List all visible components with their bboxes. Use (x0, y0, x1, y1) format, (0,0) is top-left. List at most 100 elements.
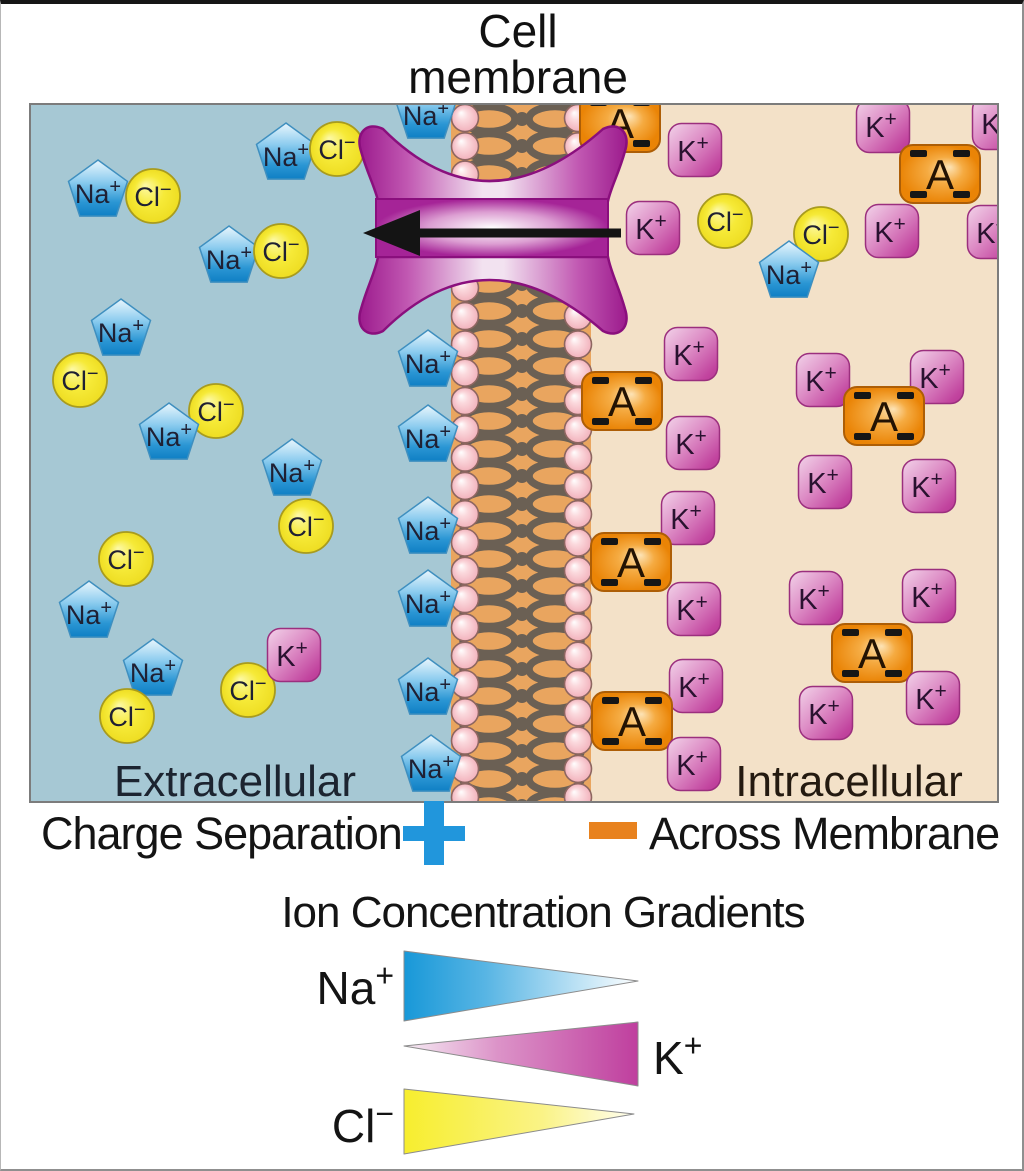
ion-label: K+ (981, 105, 997, 141)
ion-label: Na+ (130, 655, 176, 688)
title-line-2: membrane (408, 51, 628, 103)
ion-label: K+ (865, 108, 897, 144)
minus-mark (635, 418, 652, 425)
minus-mark (590, 105, 607, 106)
ion-na: Na+ (261, 438, 323, 496)
ion-label: A (617, 539, 645, 586)
ion-label: Na+ (405, 513, 451, 546)
minus-mark (645, 738, 662, 745)
ion-na: Na+ (58, 580, 120, 638)
ion-cl: Cl− (278, 498, 334, 554)
ion-label: Cl− (107, 542, 144, 575)
figure-title: Cell membrane (29, 8, 1007, 100)
minus-mark (885, 670, 902, 677)
ion-anion: A (843, 386, 925, 446)
ion-label: Cl− (262, 234, 299, 267)
ion-cl: Cl− (697, 193, 753, 249)
ion-label: Cl− (108, 699, 145, 732)
ion-label: K+ (807, 464, 839, 500)
ion-na: Na+ (396, 105, 456, 139)
ion-label: A (618, 698, 646, 745)
minus-mark (645, 697, 662, 704)
intracellular-label: Intracellular (735, 757, 962, 801)
ion-anion: A (581, 371, 663, 431)
ion-label: Na+ (263, 139, 309, 172)
plus-symbol (403, 801, 465, 865)
ion-label: Na+ (98, 315, 144, 348)
ion-anion: A (591, 691, 673, 751)
ion-label: K+ (675, 425, 707, 461)
ion-k: K+ (797, 454, 853, 510)
ion-anion: A (899, 144, 981, 204)
minus-mark (897, 392, 914, 399)
ion-label: Cl− (61, 363, 98, 396)
ion-k: K+ (666, 736, 722, 792)
ion-cl: Cl− (52, 352, 108, 408)
ion-label: Na+ (403, 105, 449, 131)
ion-cl: Cl− (220, 662, 276, 718)
ion-na: Na+ (198, 225, 260, 283)
ion-label: Na+ (146, 419, 192, 452)
plus-symbol-bar (403, 826, 465, 841)
minus-mark (910, 191, 927, 198)
ion-na: Na+ (67, 159, 129, 217)
ion-label: Na+ (766, 257, 812, 290)
ion-label: K+ (805, 362, 837, 398)
ion-label: Cl− (706, 204, 743, 237)
ion-label: Cl− (229, 673, 266, 706)
ion-anion: A (590, 532, 672, 592)
ion-k: K+ (788, 570, 844, 626)
ion-k: K+ (667, 122, 723, 178)
minus-mark (953, 191, 970, 198)
ions-layer: Na+Cl−Na+Cl−Na+Cl−Na+Cl−Cl−Na+Na+Cl−Cl−N… (52, 105, 997, 792)
ion-k: K+ (966, 204, 997, 260)
minus-mark (885, 629, 902, 636)
minus-mark (910, 150, 927, 157)
ion-label: K+ (670, 500, 702, 536)
ion-label: A (858, 630, 886, 677)
ion-na: Na+ (400, 734, 462, 792)
ion-label: K+ (635, 210, 667, 246)
minus-mark (592, 377, 609, 384)
ion-gradient-triangles: Na+K+Cl− (317, 950, 702, 1155)
ion-label: K+ (676, 591, 708, 627)
charge-separation-label: Charge Separation (41, 808, 403, 859)
ion-k: K+ (909, 349, 965, 405)
ion-cl: Cl− (188, 383, 244, 439)
ion-label: Na+ (405, 346, 451, 379)
ion-label: K+ (676, 746, 708, 782)
ion-cl: Cl− (793, 206, 849, 262)
minus-mark (897, 433, 914, 440)
ion-label: K+ (915, 680, 947, 716)
minus-mark (953, 150, 970, 157)
ion-na: Na+ (397, 496, 459, 554)
gradient-triangle-cl: Cl− (332, 1088, 635, 1155)
ion-k: K+ (864, 203, 920, 259)
ion-label: Na+ (206, 242, 252, 275)
ion-label: Na+ (75, 176, 121, 209)
minus-mark (854, 392, 871, 399)
ion-k: K+ (665, 415, 721, 471)
ion-label: K+ (798, 580, 830, 616)
ion-label: Cl− (318, 132, 355, 165)
ion-na: Na+ (397, 329, 459, 387)
ion-k: K+ (901, 458, 957, 514)
minus-mark (644, 579, 661, 586)
ion-label: K+ (808, 695, 840, 731)
ion-k: K+ (660, 490, 716, 546)
ion-na: Na+ (90, 298, 152, 356)
gradient-label-k: K+ (653, 1028, 702, 1084)
minus-mark (842, 670, 859, 677)
membrane-diagram: Na+Cl−Na+Cl−Na+Cl−Na+Cl−Cl−Na+Na+Cl−Cl−N… (29, 103, 999, 803)
ion-label: Cl− (802, 217, 839, 250)
ion-na: Na+ (397, 657, 459, 715)
ion-k: K+ (668, 658, 724, 714)
ion-na: Na+ (758, 240, 820, 298)
ion-k: K+ (666, 581, 722, 637)
minus-mark (601, 579, 618, 586)
gradient-triangle-k: K+ (403, 1021, 702, 1087)
ion-label: K+ (919, 359, 951, 395)
minus-mark (633, 140, 650, 147)
ion-na: Na+ (122, 638, 184, 696)
ion-cl: Cl− (125, 168, 181, 224)
